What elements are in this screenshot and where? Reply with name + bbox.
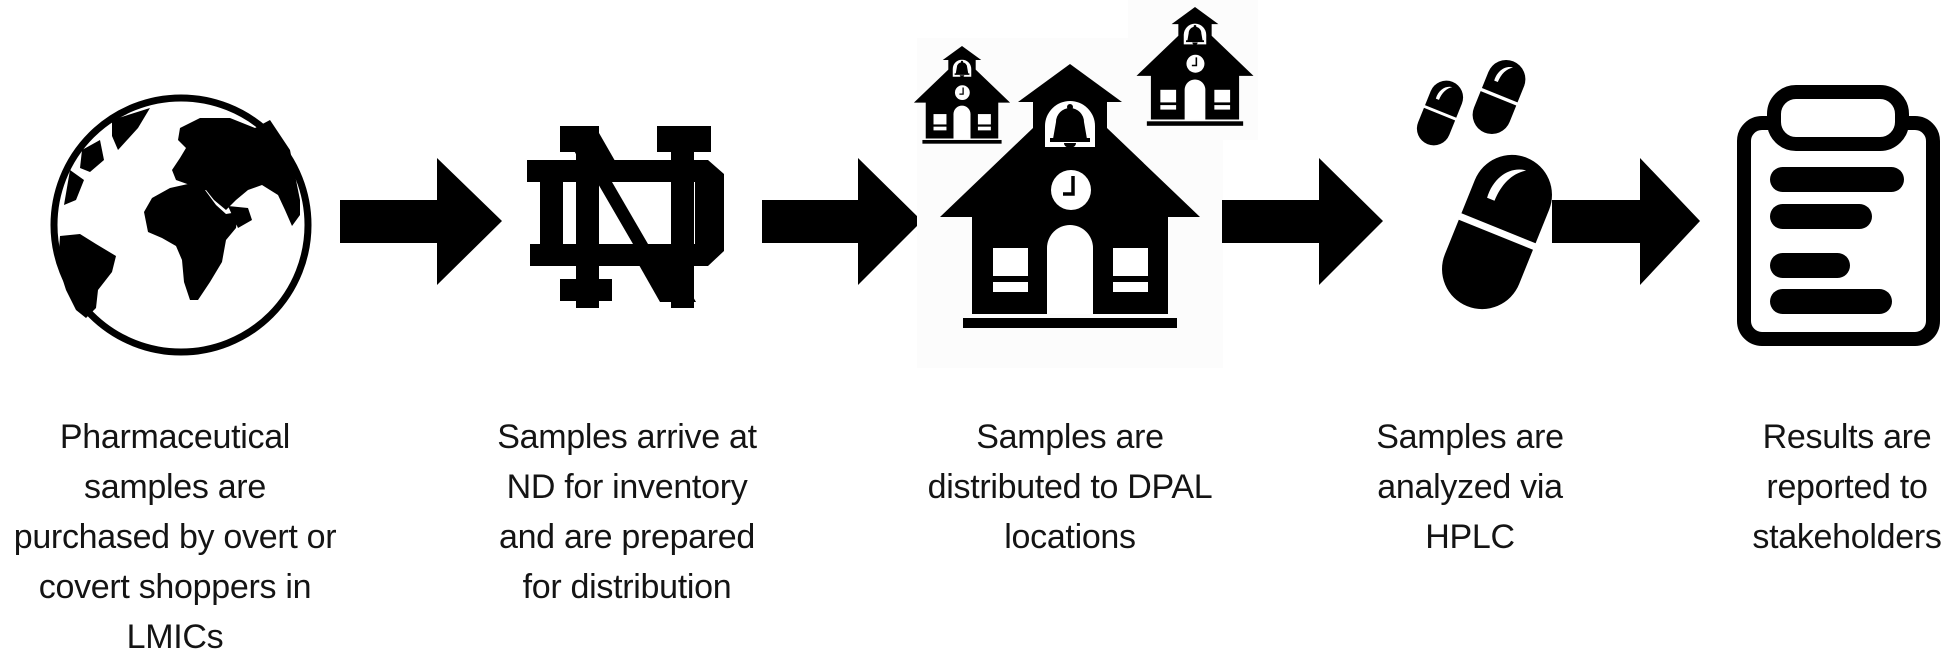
clipboard-icon (1737, 85, 1940, 346)
step-caption-distribute: Samples are distributed to DPAL location… (900, 412, 1240, 562)
step-caption-report: Results are reported to stakeholders (1677, 412, 1950, 562)
caption-line: Samples arrive at (497, 418, 757, 456)
caption-line: Pharmaceutical (59, 418, 291, 456)
notre-dame-monogram-icon (527, 126, 724, 308)
caption-line: purchased by overt or (13, 518, 337, 556)
caption-line: LMICs (126, 618, 224, 656)
caption-line: locations (1004, 518, 1136, 556)
step-caption-analyze: Samples are analyzed via HPLC (1300, 412, 1640, 562)
step-caption-purchase: Pharmaceutical samples are purchased by … (5, 412, 345, 662)
caption-line: Results are (1762, 418, 1932, 456)
caption-line: stakeholders (1752, 518, 1942, 556)
capsule-pills-icon (1411, 53, 1566, 322)
caption-line: distributed to DPAL (927, 468, 1213, 506)
caption-line: reported to (1766, 468, 1928, 506)
caption-line: and are prepared (498, 518, 756, 556)
arrow-right-icon (1552, 158, 1700, 285)
caption-line: analyzed via (1377, 468, 1563, 506)
arrow-right-icon (1222, 158, 1383, 285)
schoolhouses-icon (913, 0, 1258, 368)
step-caption-arrive-nd: Samples arrive at ND for inventory and a… (457, 412, 797, 612)
caption-line: samples are (84, 468, 266, 506)
arrow-right-icon (762, 158, 922, 285)
arrow-right-icon (340, 158, 502, 285)
caption-line: ND for inventory (506, 468, 748, 506)
globe-icon (50, 94, 312, 356)
caption-line: Samples are (1376, 418, 1564, 456)
caption-line: HPLC (1425, 518, 1515, 556)
caption-line: for distribution (522, 568, 732, 606)
caption-line: covert shoppers in (38, 568, 312, 606)
caption-line: Samples are (976, 418, 1164, 456)
